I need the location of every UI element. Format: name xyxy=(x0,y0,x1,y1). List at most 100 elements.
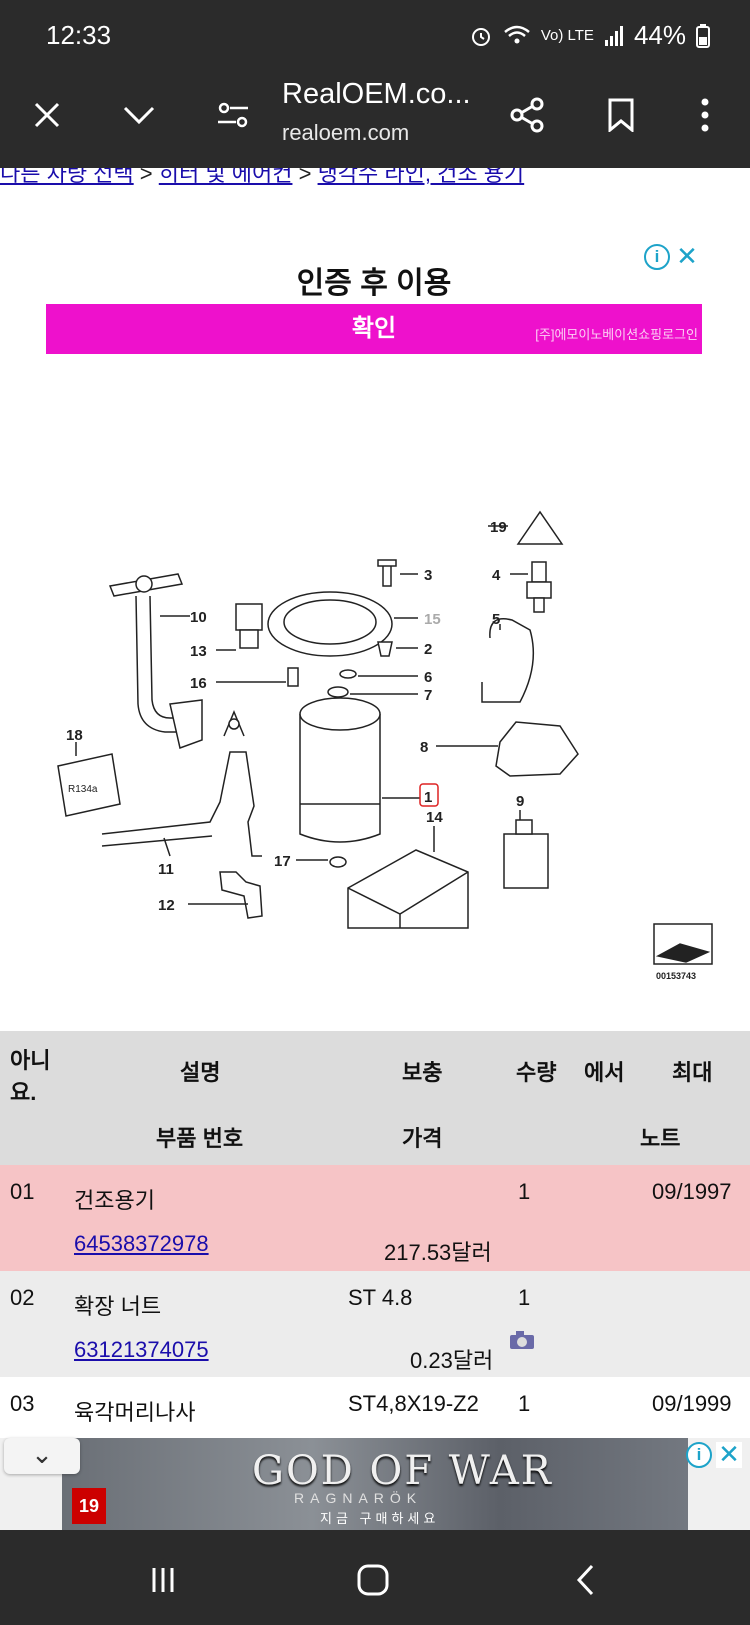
recent-apps-icon[interactable] xyxy=(138,1560,188,1600)
chevron-down-icon[interactable] xyxy=(114,90,164,140)
ad-title: 인증 후 이용 xyxy=(296,267,452,300)
share-icon[interactable] xyxy=(502,90,552,140)
banner-cta[interactable]: 지금 구매하세요 xyxy=(320,1511,440,1526)
close-icon[interactable] xyxy=(22,90,72,140)
parts-diagram: 19 3 4 10 15 2 5 13 16 6 7 18 8 14 9 17 … xyxy=(57,510,713,981)
header-quantity: 수량 xyxy=(516,1060,557,1085)
row-quantity: 1 xyxy=(518,1285,531,1310)
header-supplement: 보충 xyxy=(402,1060,443,1085)
top-ad[interactable]: 인증 후 이용 i ✕ 확인 [주]에모이노베이션쇼핑로그인 xyxy=(46,241,702,354)
page-url: realoem.com xyxy=(282,120,410,145)
page-content: 다른 차량 선택 > 히터 및 에어컨 > 냉각수 라인, 건조 용기 인증 후… xyxy=(0,168,750,1438)
breadcrumb-separator: > xyxy=(298,168,312,186)
row-description: 확장 너트 xyxy=(74,1294,162,1319)
row-number: 02 xyxy=(10,1285,35,1310)
callout-16: 16 xyxy=(190,675,207,692)
header-from: 에서 xyxy=(584,1060,625,1085)
callout-10: 10 xyxy=(190,609,207,626)
bottom-ad[interactable]: 19 GOD OF WAR RAGNARÖK 지금 구매하세요 ⌄ i ✕ xyxy=(0,1438,750,1530)
bookmark-icon[interactable] xyxy=(596,90,646,140)
row-price: 0.23달러 xyxy=(410,1348,494,1373)
row-quantity: 1 xyxy=(518,1179,531,1204)
battery-icon xyxy=(696,23,710,48)
row-price: 217.53달러 xyxy=(384,1240,492,1265)
row-number: 03 xyxy=(10,1391,35,1416)
header-to: 최대 xyxy=(672,1060,713,1085)
callout-5: 5 xyxy=(492,611,500,628)
god-of-war-banner[interactable]: 19 GOD OF WAR RAGNARÖK 지금 구매하세요 xyxy=(62,1438,688,1530)
callout-3: 3 xyxy=(424,567,432,584)
table-row[interactable]: 03 육각머리나사 ST4,8X19-Z2 1 09/1999 xyxy=(0,1377,750,1438)
ad-info-icon[interactable]: i xyxy=(686,1442,712,1468)
callout-1[interactable]: 1 xyxy=(424,789,432,806)
alarm-icon xyxy=(471,27,490,46)
callout-2: 2 xyxy=(424,641,432,658)
ad-close-icon[interactable]: ✕ xyxy=(676,241,698,271)
signal-icon xyxy=(604,25,623,46)
banner-subtitle: RAGNARÖK xyxy=(294,1490,423,1506)
header-price: 가격 xyxy=(402,1126,443,1151)
callout-15: 15 xyxy=(424,611,441,628)
browser-toolbar: RealOEM.co... realoem.com xyxy=(0,68,750,168)
header-description: 설명 xyxy=(180,1060,221,1085)
callout-13: 13 xyxy=(190,643,207,660)
callout-19: 19 xyxy=(490,519,507,536)
banner-title: GOD OF WAR xyxy=(252,1448,553,1494)
collapse-ad-button[interactable]: ⌄ xyxy=(4,1438,80,1474)
breadcrumb-item-heater-ac[interactable]: 히터 및 에어컨 xyxy=(158,168,293,186)
callout-4: 4 xyxy=(492,567,501,584)
row-supplement: ST 4.8 xyxy=(348,1285,413,1310)
row-supplement: ST4,8X19-Z2 xyxy=(348,1391,479,1416)
header-number: 아니요. xyxy=(10,1048,51,1105)
row-to: 09/1999 xyxy=(652,1391,732,1416)
row-part-number-link[interactable]: 63121374075 xyxy=(74,1337,209,1362)
callout-17: 17 xyxy=(274,853,291,870)
row-to: 09/1997 xyxy=(652,1179,732,1204)
system-nav-bar xyxy=(0,1530,750,1625)
parts-table: 아니요. 설명 보충 수량 에서 최대 부품 번호 가격 노트 01 건조용기 … xyxy=(0,1031,750,1438)
table-row[interactable]: 01 건조용기 1 09/1997 64538372978 217.53달러 xyxy=(0,1165,750,1271)
age-rating-badge: 19 xyxy=(72,1488,106,1524)
callout-1-box[interactable] xyxy=(419,783,439,807)
table-row[interactable]: 02 확장 너트 ST 4.8 1 63121374075 0.23달러 xyxy=(0,1271,750,1377)
row-quantity: 1 xyxy=(518,1391,531,1416)
callout-18: 18 xyxy=(66,727,83,744)
diagram-image-code: 00153743 xyxy=(656,971,696,981)
callout-9: 9 xyxy=(516,793,524,810)
callout-11: 11 xyxy=(158,861,174,878)
breadcrumb-item-coolant-line[interactable]: 냉각수 라인, 건조 용기 xyxy=(317,168,525,186)
status-icons: Vo) LTE 44% xyxy=(469,20,710,51)
row-description: 건조용기 xyxy=(74,1188,155,1213)
ad-confirm-button[interactable]: 확인 xyxy=(46,304,702,354)
header-notes: 노트 xyxy=(640,1126,681,1151)
row-number: 01 xyxy=(10,1179,35,1204)
callout-7: 7 xyxy=(424,687,432,704)
breadcrumb-separator: > xyxy=(139,168,153,186)
ad-close-icon[interactable]: ✕ xyxy=(716,1441,742,1468)
home-icon[interactable] xyxy=(348,1560,398,1600)
status-time: 12:33 xyxy=(46,20,112,50)
table-header-row-1: 아니요. 설명 보충 수량 에서 최대 xyxy=(0,1031,750,1105)
wifi-icon xyxy=(504,25,530,43)
header-part-number: 부품 번호 xyxy=(156,1126,244,1151)
ad-company: [주]에모이노베이션쇼핑로그인 xyxy=(535,327,698,342)
callout-12: 12 xyxy=(158,897,175,914)
table-header-row-2: 부품 번호 가격 노트 xyxy=(0,1105,750,1165)
ad-info-icon[interactable]: i xyxy=(644,244,670,270)
network-label: Vo) LTE xyxy=(540,27,594,44)
callout-14: 14 xyxy=(426,809,443,826)
page-settings-icon[interactable] xyxy=(208,90,258,140)
page-title: RealOEM.co... xyxy=(282,78,471,110)
battery-percent: 44% xyxy=(633,20,686,50)
status-bar: 12:33 Vo) LTE 44% xyxy=(0,0,750,68)
camera-icon[interactable] xyxy=(508,1329,536,1351)
back-icon[interactable] xyxy=(560,1560,610,1600)
callout-6: 6 xyxy=(424,669,432,686)
breadcrumb-item-select-vehicle[interactable]: 다른 차량 선택 xyxy=(0,168,134,186)
row-description: 육각머리나사 xyxy=(74,1400,196,1425)
callout-8: 8 xyxy=(420,739,428,756)
more-options-icon[interactable] xyxy=(680,90,730,140)
breadcrumb: 다른 차량 선택 > 히터 및 에어컨 > 냉각수 라인, 건조 용기 xyxy=(0,168,750,188)
diagram-card-text: R134a xyxy=(68,784,98,795)
row-part-number-link[interactable]: 64538372978 xyxy=(74,1231,209,1256)
